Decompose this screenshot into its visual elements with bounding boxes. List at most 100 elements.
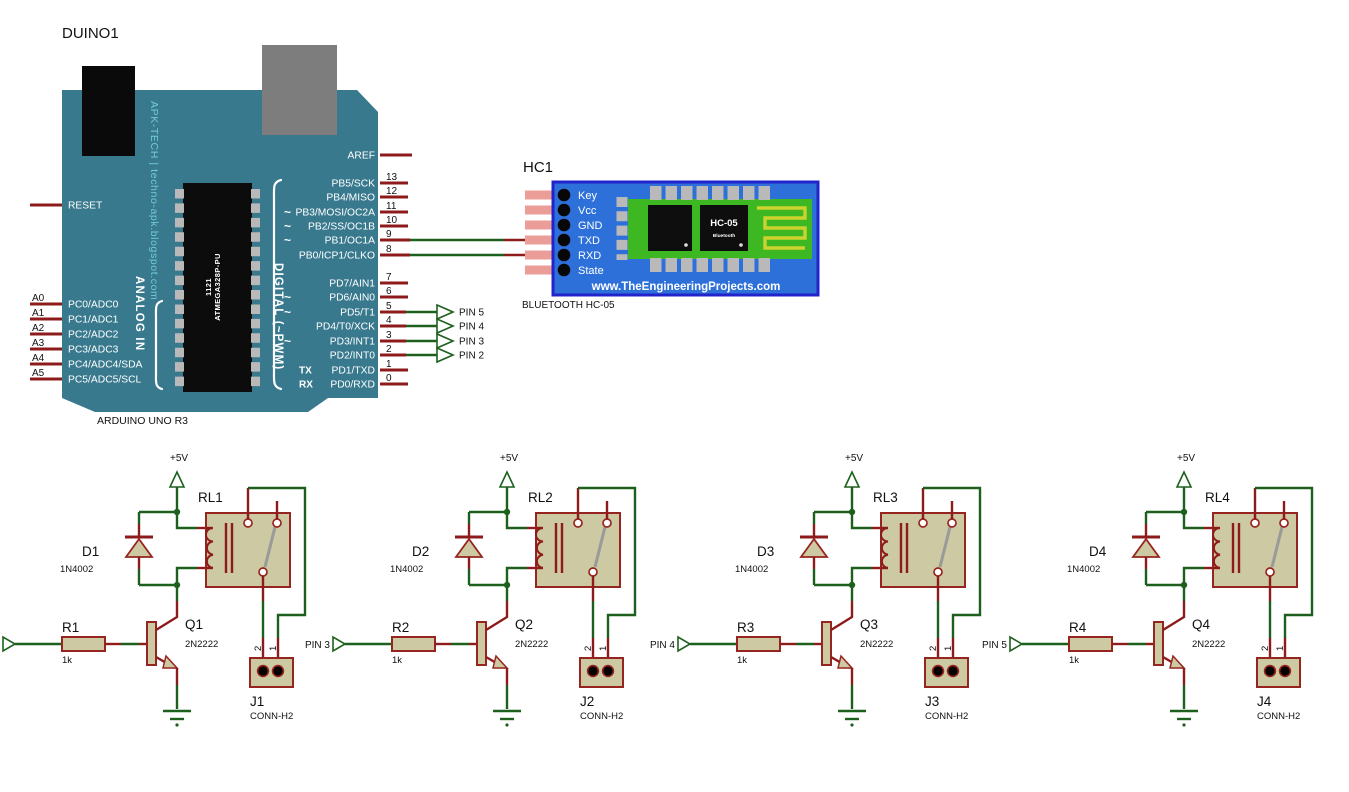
connector-ref: J4 (1257, 694, 1272, 709)
header-pin (525, 235, 558, 245)
transistor-value: 2N2222 (860, 639, 893, 650)
svg-text:5: 5 (386, 301, 392, 312)
diode-ref: D3 (757, 544, 774, 559)
resistor-ref: R4 (1069, 620, 1087, 635)
aref-pin-label: AREF (348, 151, 375, 162)
svg-text:PD2/INT0: PD2/INT0 (330, 351, 375, 362)
relay-ref: RL3 (873, 490, 898, 505)
bt-pin-label: GND (578, 220, 603, 232)
bt-pin-label: Vcc (578, 205, 597, 217)
net-flags[interactable]: PIN 5 PIN 4 PIN 3 PIN 2 (380, 303, 484, 364)
svg-text:8: 8 (386, 244, 392, 255)
relay-circuit-2[interactable]: +5V PIN 3 RL2 D2 1N4002 R2 1k Q2 2N2222 … (305, 453, 637, 729)
analog-group-label: ANALOG IN (133, 276, 145, 351)
arduino-part-label: ARDUINO UNO R3 (97, 415, 188, 427)
bluetooth-hc05-component[interactable]: HC1 HC-05 Bluetooth Key Vcc GND TXD RXD … (380, 159, 820, 311)
pwm-tilde: ~ (284, 233, 291, 247)
diode-value: 1N4002 (390, 564, 423, 575)
svg-text:PD1/TXD: PD1/TXD (332, 366, 376, 377)
connector-ref: J1 (250, 694, 264, 709)
chip-marking-line2: ATMEGA328P-PU (213, 253, 222, 321)
hc05-chip-sublabel: Bluetooth (713, 233, 735, 239)
relay-ref: RL1 (198, 490, 223, 505)
conn-pin-2: 2 (1260, 646, 1271, 651)
arduino-ref: DUINO1 (62, 25, 119, 42)
power-jack (82, 66, 135, 156)
relay-circuit-1[interactable]: +5V RL1 D1 1N4002 R1 1k Q1 2N2222 J1 CON… (1, 453, 307, 729)
analog-brace (154, 299, 164, 391)
connector-value: CONN-H2 (580, 711, 623, 722)
input-net-label: PIN 4 (650, 640, 675, 651)
bt-pin-label: TXD (578, 235, 600, 247)
relay-circuit-3[interactable]: +5V PIN 4 RL3 D3 1N4002 R3 1k Q3 2N2222 … (650, 453, 982, 729)
digital-brace (272, 178, 283, 391)
svg-text:12: 12 (386, 186, 398, 197)
header-pin (525, 220, 558, 230)
net-flag-label: PIN 4 (459, 322, 484, 333)
header-pin (525, 250, 558, 260)
svg-text:10: 10 (386, 215, 398, 226)
svg-text:A4: A4 (32, 353, 45, 364)
analog-pins: A0 A1 A2 A3 A4 A5 PC0/ADC0 PC1/ADC1 PC2/… (30, 293, 143, 386)
digital-pins: PB5/SCK PB4/MISO PB3/MOSI/OC2A PB2/SS/OC… (284, 172, 408, 391)
resistor-ref: R2 (392, 620, 409, 635)
hc05-chip (700, 205, 748, 251)
svg-text:PC0/ADC0: PC0/ADC0 (68, 300, 119, 311)
conn-pin-1: 1 (268, 646, 279, 651)
svg-text:PC1/ADC1: PC1/ADC1 (68, 315, 119, 326)
svg-text:PB1/OC1A: PB1/OC1A (325, 236, 375, 247)
transistor-ref: Q4 (1192, 617, 1211, 632)
svg-text:PC2/ADC2: PC2/ADC2 (68, 330, 119, 341)
reset-pin-label: RESET (68, 201, 103, 212)
svg-text:13: 13 (386, 172, 398, 183)
net-flag-label: PIN 5 (459, 308, 484, 319)
svg-text:11: 11 (386, 201, 397, 212)
resistor-value: 1k (1069, 655, 1079, 666)
conn-pin-1: 1 (1275, 646, 1286, 651)
usb-connector (262, 45, 337, 135)
input-net-label: PIN 5 (982, 640, 1007, 651)
supply-label: +5V (500, 453, 518, 464)
chip-marking-line1: 1121 (204, 278, 213, 296)
svg-text:PB4/MISO: PB4/MISO (326, 193, 375, 204)
conn-pin-1: 1 (598, 646, 609, 651)
supply-label: +5V (170, 453, 188, 464)
svg-text:PD0/RXD: PD0/RXD (330, 380, 375, 391)
pwm-tilde: ~ (284, 334, 291, 348)
diode-ref: D1 (82, 544, 99, 559)
svg-text:1: 1 (386, 359, 392, 370)
header-pin (525, 265, 558, 275)
resistor-ref: R1 (62, 620, 79, 635)
arduino-uno-component[interactable]: DUINO1 APK-TECH | techno-apk.blogspot.co… (30, 25, 412, 427)
module-url: www.TheEngineeringProjects.com (591, 281, 781, 293)
header-pin (525, 205, 558, 215)
svg-text:PD5/T1: PD5/T1 (340, 308, 375, 319)
relay-ref: RL2 (528, 490, 553, 505)
svg-text:PD3/INT1: PD3/INT1 (330, 337, 375, 348)
diode-value: 1N4002 (60, 564, 93, 575)
resistor-ref: R3 (737, 620, 754, 635)
header-pin (525, 190, 558, 200)
svg-text:0: 0 (386, 373, 392, 384)
diode-value: 1N4002 (1067, 564, 1100, 575)
svg-text:PB2/SS/OC1B: PB2/SS/OC1B (308, 222, 375, 233)
supply-label: +5V (1177, 453, 1195, 464)
bt-pin-label: RXD (578, 250, 601, 262)
svg-text:PD7/AIN1: PD7/AIN1 (329, 279, 375, 290)
connector-value: CONN-H2 (925, 711, 968, 722)
transistor-ref: Q1 (185, 617, 203, 632)
bt-ic-chip (648, 205, 692, 251)
conn-pin-2: 2 (928, 646, 939, 651)
antenna-trace (757, 206, 807, 250)
connector-ref: J2 (580, 694, 594, 709)
svg-text:PC5/ADC5/SCL: PC5/ADC5/SCL (68, 375, 142, 386)
relay-circuit-4[interactable]: +5V PIN 5 RL4 D4 1N4002 R4 1k Q4 2N2222 … (982, 453, 1314, 729)
supply-label: +5V (845, 453, 863, 464)
svg-text:PC4/ADC4/SDA: PC4/ADC4/SDA (68, 360, 143, 371)
svg-text:A1: A1 (32, 308, 45, 319)
bluetooth-part-label: BLUETOOTH HC-05 (522, 300, 615, 311)
svg-text:4: 4 (386, 315, 392, 326)
conn-pin-2: 2 (253, 646, 264, 651)
conn-pin-2: 2 (583, 646, 594, 651)
